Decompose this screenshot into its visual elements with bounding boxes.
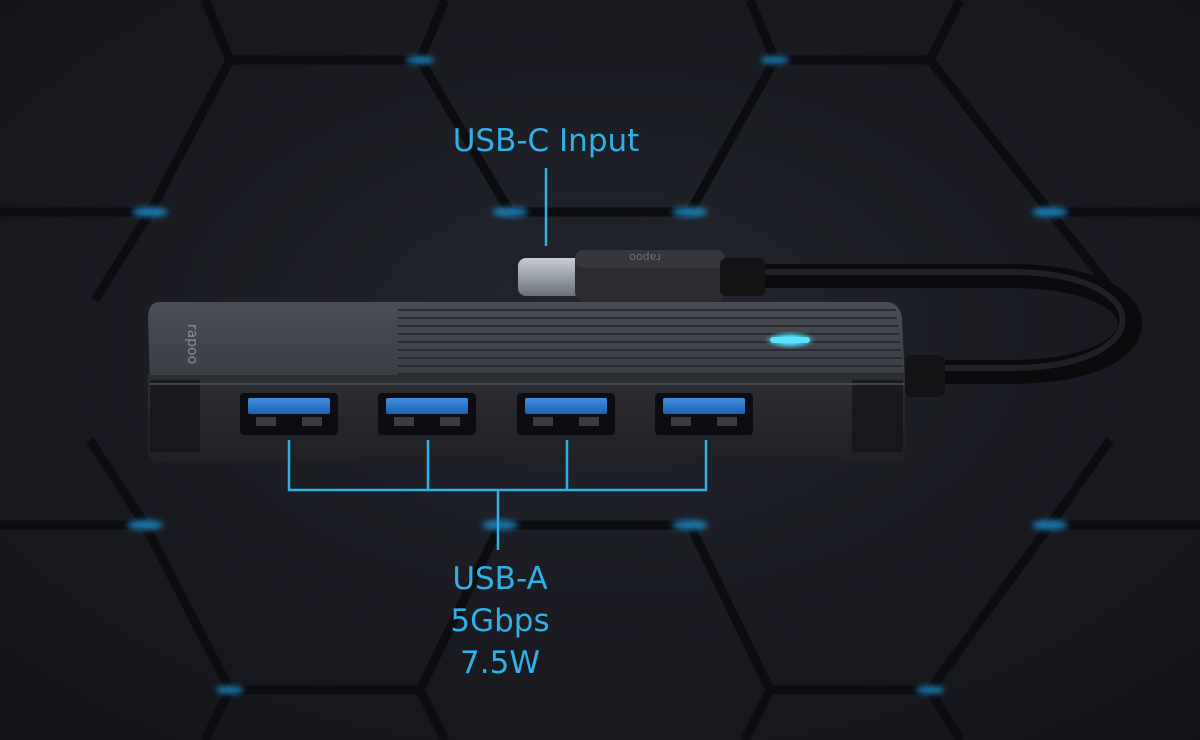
usb-c-plug: rapoo bbox=[518, 250, 765, 302]
usb-a-type-label: USB-A bbox=[452, 561, 548, 597]
usb-a-ports bbox=[240, 393, 753, 435]
usb-a-power-label: 7.5W bbox=[460, 645, 540, 681]
usb-c-connector bbox=[518, 258, 590, 296]
usb-a-spec-label: USB-A 5Gbps 7.5W bbox=[400, 558, 600, 684]
cable-strain-relief-hub bbox=[905, 355, 945, 397]
usb-a-port-3 bbox=[517, 393, 615, 435]
usb-hub-body: rapoo bbox=[148, 302, 905, 462]
status-led bbox=[770, 337, 810, 343]
plug-strain-relief bbox=[720, 258, 765, 296]
hexagon-glow bbox=[127, 56, 1068, 694]
hub-left-end bbox=[150, 380, 200, 452]
usb-a-port-4 bbox=[655, 393, 753, 435]
plug-brand-mark: rapoo bbox=[629, 251, 661, 264]
hub-ridges bbox=[398, 309, 904, 375]
hub-right-end bbox=[852, 380, 903, 452]
usb-a-speed-label: 5Gbps bbox=[450, 603, 550, 639]
usb-c-input-label: USB-C Input bbox=[452, 123, 640, 159]
hub-brand-mark: rapoo bbox=[184, 324, 200, 364]
usb-a-callout-bracket bbox=[287, 440, 708, 550]
usb-cable bbox=[743, 264, 1142, 397]
usb-a-port-1 bbox=[240, 393, 338, 435]
hub-top-surface bbox=[148, 302, 905, 385]
usb-a-port-2 bbox=[378, 393, 476, 435]
